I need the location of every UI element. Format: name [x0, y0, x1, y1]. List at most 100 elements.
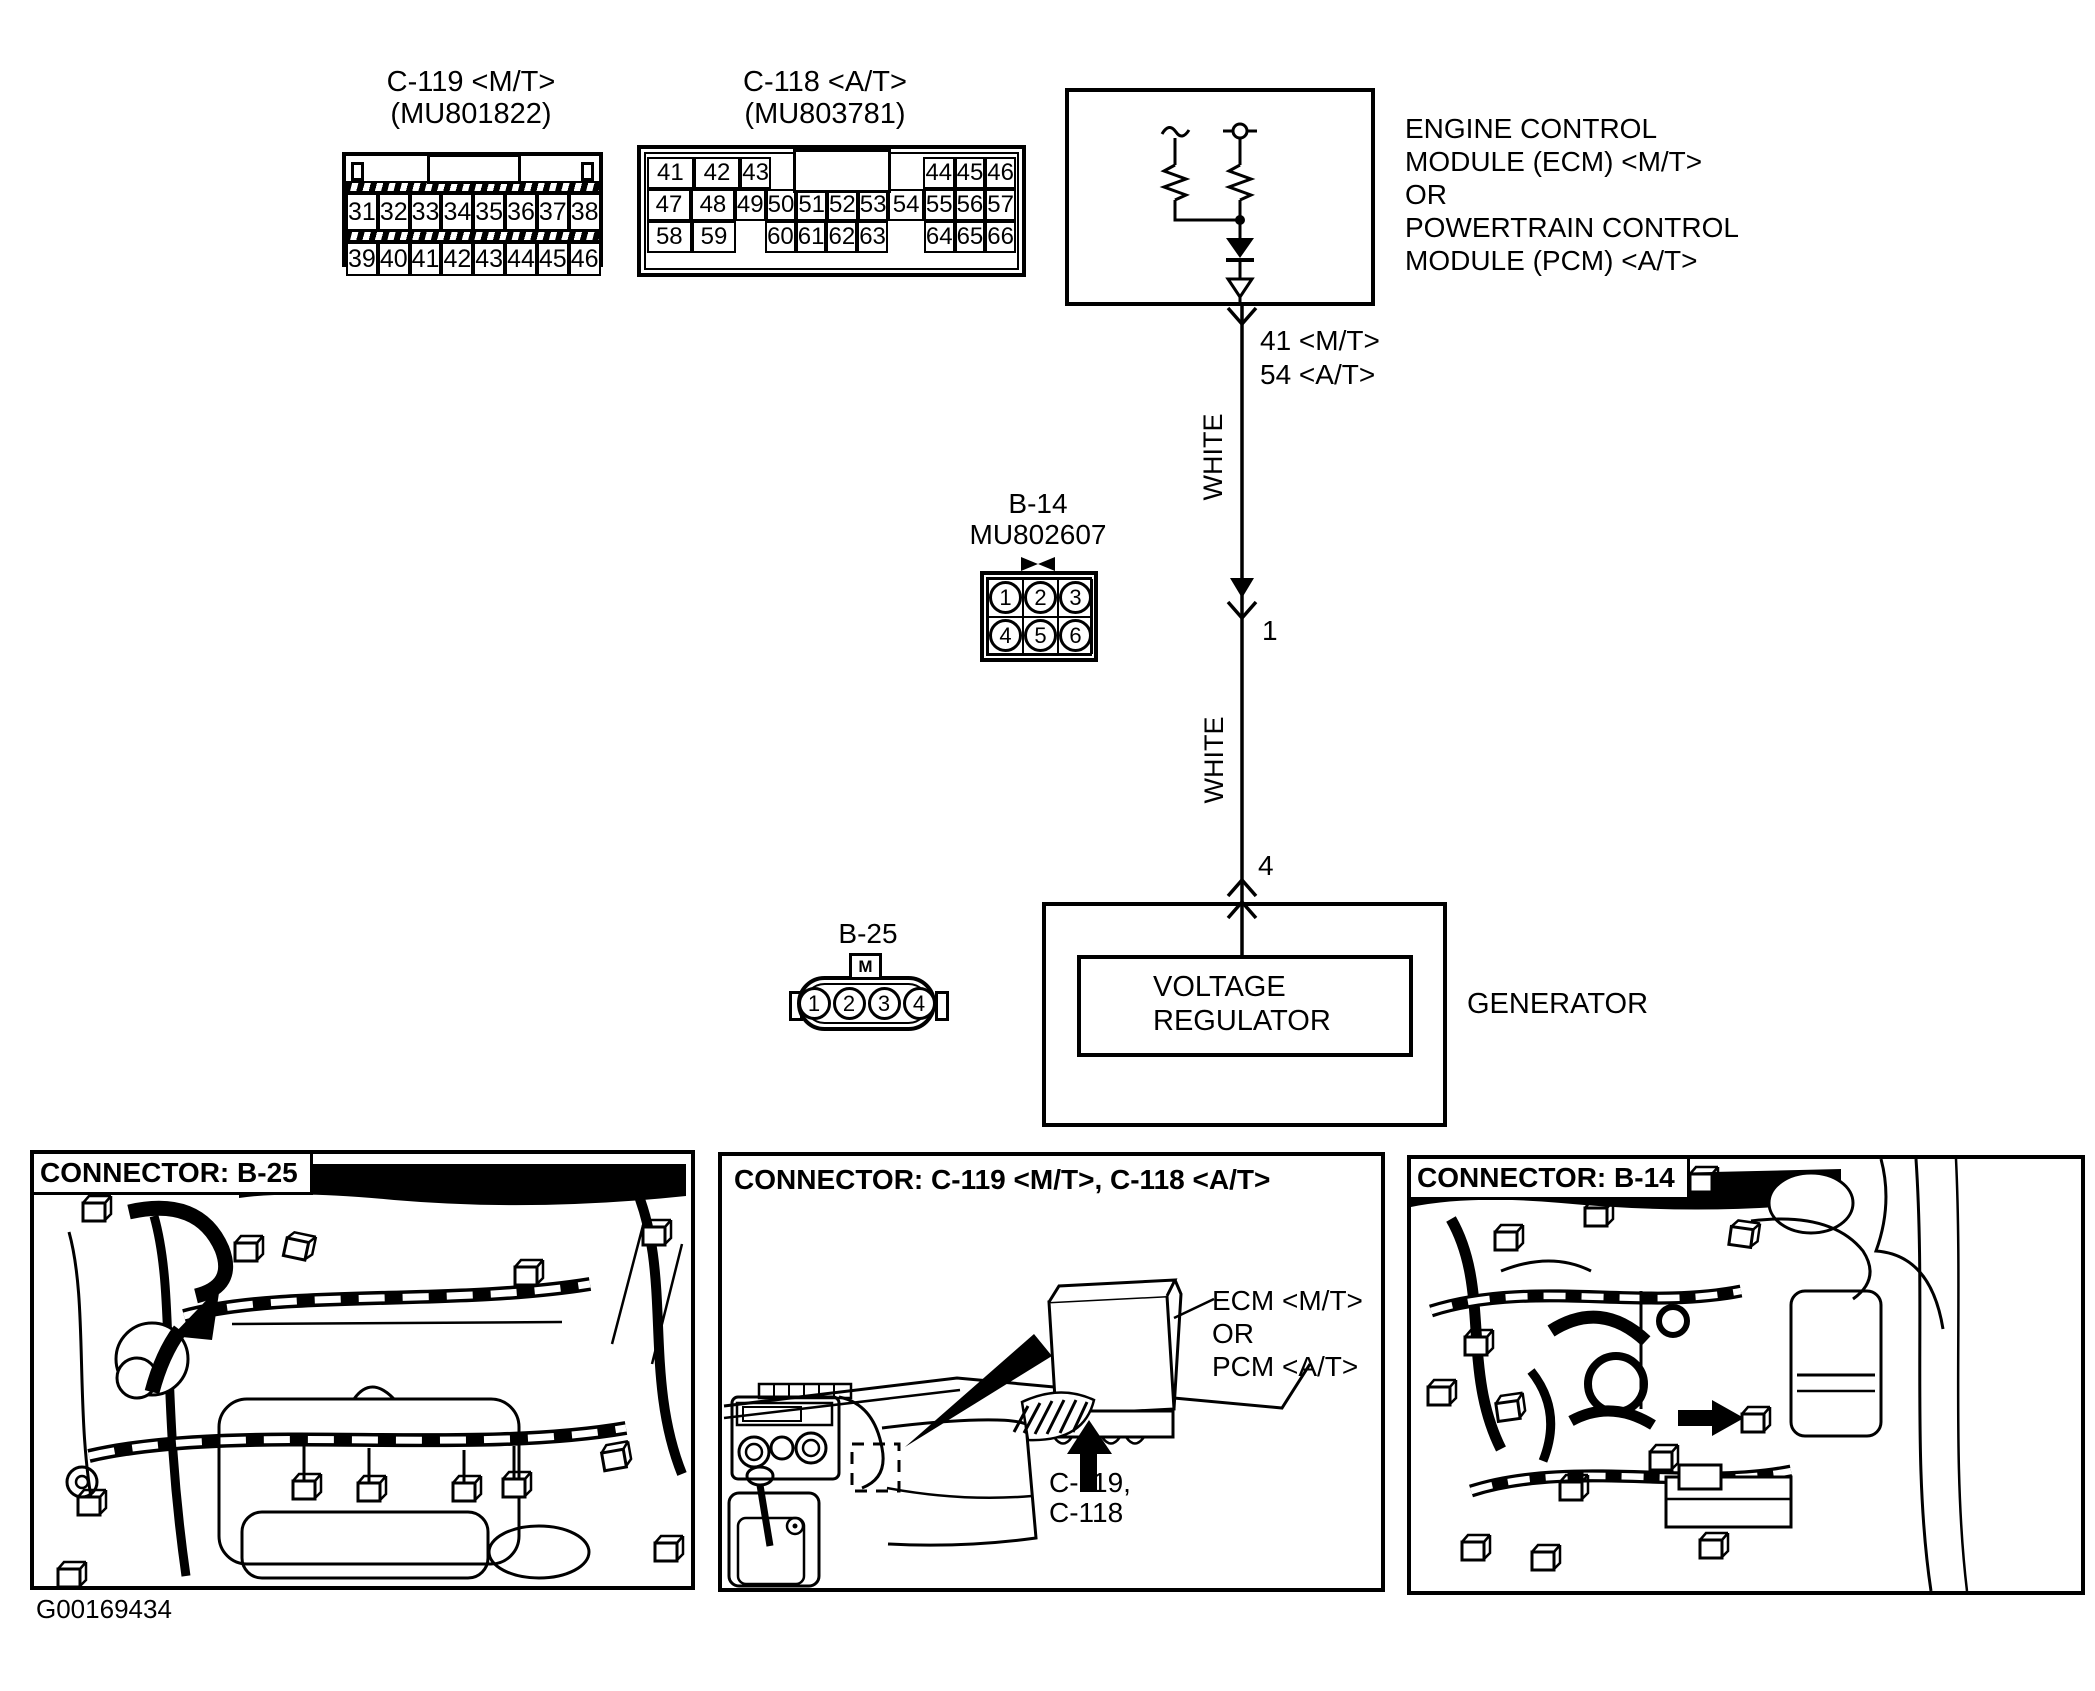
b14-pin-1-label: 1: [1262, 615, 1278, 646]
figure-id: G00169434: [36, 1594, 172, 1624]
pin-cell: 65: [954, 221, 986, 253]
voltage-regulator-box: VOLTAGE REGULATOR: [1077, 955, 1413, 1057]
hvac-knob: [794, 1431, 828, 1465]
pin-cell: 45: [536, 242, 569, 276]
engine-bay-artwork-b14: [1411, 1159, 1969, 1591]
hvac-knob: [737, 1435, 771, 1469]
up-arrow: [1067, 1420, 1112, 1454]
wire-color-label-lower: WHITE: [1199, 716, 1229, 804]
shifter-console: [727, 1491, 821, 1588]
ecm-pcm-label-line: OR: [1212, 1318, 1254, 1349]
c119-title-block: C-119 <M/T> (MU801822): [346, 66, 596, 130]
pin-cell: 2: [832, 987, 866, 1020]
pin-cell: 55: [923, 189, 955, 221]
ecm-label: ENGINE CONTROL MODULE (ECM) <M/T> OR POW…: [1405, 112, 1739, 277]
cap-circle: [1767, 1171, 1855, 1235]
taped-harness: [183, 1280, 591, 1320]
b14-title: B-14: [1008, 488, 1068, 519]
pin-cell: 63: [857, 221, 888, 253]
reservoir-box: [1789, 1289, 1883, 1438]
ecm-label-line: ENGINE CONTROL: [1405, 113, 1658, 144]
pin-cell: 57: [985, 189, 1016, 221]
pin-cell: 61: [795, 221, 827, 253]
fender-edge: [1914, 1159, 1933, 1591]
pin-54-at-label: 54 <A/T>: [1260, 359, 1376, 390]
pin-gap: [888, 221, 924, 253]
generator-pin-4-label: 4: [1258, 850, 1274, 881]
b14-lock-tab-icon: [1021, 557, 1055, 571]
right-arrow: [1712, 1400, 1744, 1436]
pin-cell: 51: [796, 189, 828, 221]
coil-symbol: [1160, 126, 1191, 138]
resistor-symbol: [1224, 163, 1256, 202]
pin-cell: 34: [441, 193, 474, 231]
white-wire: [1226, 304, 1258, 956]
pin-circle: 3: [867, 987, 901, 1020]
pin-cell: 32: [377, 193, 410, 231]
photo-panel-c119-c118: CONNECTOR: C-119 <M/T>, C-118 <A/T>: [718, 1152, 1385, 1592]
ecm-pin-chevron: [1226, 306, 1258, 327]
c119-lock-tab: [427, 154, 521, 184]
c118-title-block: C-118 <A/T> (MU803781): [705, 66, 945, 130]
ecm-label-line: MODULE (ECM) <M/T>: [1405, 146, 1703, 177]
photo-panel-b14: CONNECTOR: B-14: [1407, 1155, 2085, 1595]
inline-connector-chevron: [1226, 600, 1258, 621]
gear-knob: [745, 1465, 775, 1487]
pin-cell: 39: [346, 242, 378, 276]
voltage-regulator-line: VOLTAGE: [1153, 971, 1286, 1003]
ecm-circuit-box: [1065, 88, 1375, 306]
pin-cell: 44: [505, 242, 537, 276]
pin-cell: 35: [473, 193, 506, 231]
pin-cell: 33: [409, 193, 442, 231]
pin-circle: 2: [832, 987, 866, 1020]
b25-right-tab: [935, 991, 949, 1021]
pin-cell: 36: [505, 193, 537, 231]
pin-41-mt-label: 41 <M/T>: [1260, 325, 1380, 356]
pin-circle: 1: [989, 581, 1022, 615]
pin-circle: 2: [1024, 581, 1057, 615]
pin-cell: 3: [867, 987, 901, 1020]
c118-keying-box: [793, 149, 891, 193]
ecm-pin-numbers: 41 <M/T> 54 <A/T>: [1260, 324, 1380, 392]
pin-cell: 37: [536, 193, 569, 231]
b25-lock-tab: M: [849, 953, 882, 980]
pin-cell: 42: [441, 242, 474, 276]
ecm-label-line: OR: [1405, 179, 1447, 210]
c119-part-number: (MU801822): [390, 98, 552, 130]
pin-cell: 1: [988, 579, 1023, 617]
generator-label: GENERATOR: [1467, 988, 1649, 1020]
output-arrow-symbol: [1225, 277, 1255, 300]
c119-seal-strip: [346, 230, 599, 242]
pointer-arrow-head: [172, 1286, 220, 1340]
c119-title: C-119 <M/T>: [386, 66, 556, 98]
c119-right-notch: [581, 162, 594, 181]
voltage-regulator-line: REGULATOR: [1153, 1005, 1331, 1037]
panel-c119-c118-title: CONNECTOR: C-119 <M/T>, C-118 <A/T>: [734, 1164, 1271, 1196]
pin-gap: [885, 157, 923, 189]
dashboard-artwork: [723, 1278, 1312, 1588]
pin-circle: 4: [989, 618, 1022, 652]
b25-title: B-25: [838, 918, 898, 949]
pin-circle: 4: [902, 987, 936, 1020]
pin-cell: 66: [985, 221, 1016, 253]
pin-cell: 43: [740, 157, 771, 189]
harness-swirl: [127, 1200, 234, 1304]
wire-color-label-upper: WHITE: [1198, 413, 1228, 501]
pin-cell: 56: [954, 189, 986, 221]
pin-cell: 60: [765, 221, 796, 253]
pin-cell: 6: [1058, 616, 1093, 654]
engine-bay-artwork-b25: [56, 1164, 687, 1586]
generator-pin-chevron: [1226, 877, 1258, 898]
ecm-pcm-label: ECM <M/T> OR PCM <A/T>: [1212, 1284, 1363, 1383]
radio-slot: [735, 1401, 834, 1427]
ecm-pcm-label-line: ECM <M/T>: [1212, 1285, 1363, 1316]
